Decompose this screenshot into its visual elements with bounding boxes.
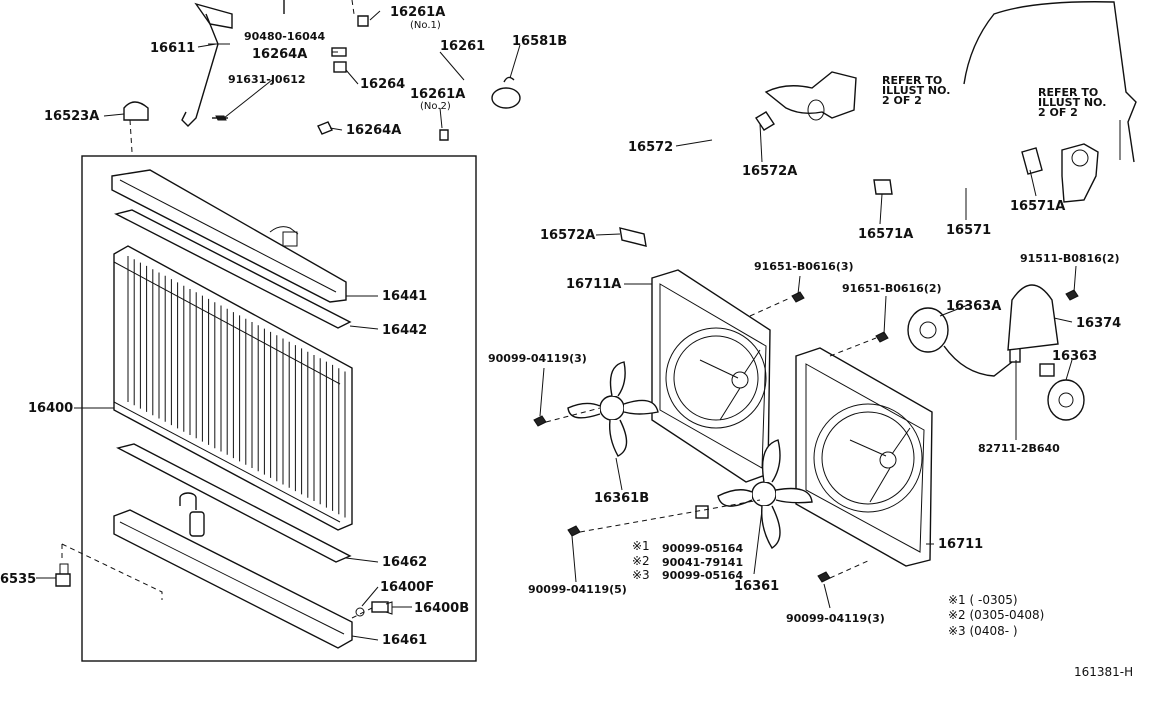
fan-16361B-illustration	[567, 361, 659, 457]
refer-note-top-line2: ILLUST NO.	[882, 84, 950, 97]
lower-gasket-illustration	[116, 443, 352, 563]
callout-16611: 16611	[150, 41, 195, 56]
radiator-cap-illustration	[123, 101, 149, 153]
callout-91631-J0612: 91631-J0612	[228, 73, 306, 86]
legend-line-2: ※2 (0305-0408)	[948, 608, 1044, 622]
callout-6535: 6535	[0, 572, 36, 587]
callout-16442: 16442	[382, 323, 427, 338]
callout-82711-2B640: 82711-2B640	[978, 442, 1060, 455]
water-inlet-illustration	[764, 71, 857, 121]
refer-note-far-line3: 2 OF 2	[1038, 106, 1078, 119]
hose-16571-illustration	[873, 147, 1043, 196]
callout-16261: 16261	[440, 39, 485, 54]
callout-16261A-no1: 16261A	[390, 5, 445, 20]
fan-16361-illustration	[717, 439, 813, 549]
figure-id: 161381-H	[1074, 665, 1133, 679]
bolts-illustration	[533, 289, 1079, 583]
callout-16711: 16711	[938, 537, 983, 552]
shroud-16374-illustration	[1007, 284, 1059, 351]
callout-16571: 16571	[946, 223, 991, 238]
refer-note-far: REFER TO ILLUST NO. 2 OF 2	[1038, 86, 1106, 119]
hose-16572-illustration	[619, 105, 775, 247]
mount-cushion-illustration	[55, 543, 163, 600]
callout-91651-B0616-3: 91651-B0616(3)	[754, 260, 854, 273]
hose-16261-illustration	[357, 15, 477, 141]
callout-16261A-no2-sub: (No.2)	[420, 101, 451, 112]
drain-cock-illustration	[351, 601, 393, 619]
callout-90099-05164-b: 90099-05164	[662, 569, 743, 582]
callout-16264A-top: 16264A	[252, 47, 307, 62]
refer-note-far-line2: ILLUST NO.	[1038, 96, 1106, 109]
callout-16711A: 16711A	[566, 277, 621, 292]
callout-16572A-bottom: 16572A	[540, 228, 595, 243]
callout-16363A: 16363A	[946, 299, 1001, 314]
callout-16581B: 16581B	[512, 34, 567, 49]
reservoir-bracket-illustration	[181, 2, 233, 127]
callout-16572A-mid: 16572A	[742, 164, 797, 179]
legend-line-3: ※3 (0408- )	[948, 624, 1018, 638]
date-legend: ※1 ( -0305) ※2 (0305-0408) ※3 (0408- )	[948, 593, 1044, 638]
upper-gasket-illustration	[114, 209, 352, 329]
callout-16374: 16374	[1076, 316, 1121, 331]
callout-90099-04119-5: 90099-04119(5)	[528, 583, 627, 596]
callout-16361: 16361	[734, 579, 779, 594]
callout-16571A-right: 16571A	[1010, 199, 1065, 214]
marker-3: ※3	[632, 568, 650, 582]
upper-tank-illustration	[111, 169, 347, 303]
callout-16363: 16363	[1052, 349, 1097, 364]
hose-16264-illustration	[296, 47, 347, 135]
callout-16461: 16461	[382, 633, 427, 648]
radiator-core-illustration	[113, 245, 353, 531]
callout-labels: 16261A (No.1) 90480-16044 16611 16264A 1…	[0, 5, 1121, 648]
callout-16264: 16264	[360, 77, 405, 92]
callout-91651-B0616-2: 91651-B0616(2)	[842, 282, 942, 295]
water-outlet-illustration	[1061, 143, 1099, 203]
callout-16572: 16572	[628, 140, 673, 155]
callout-16400B: 16400B	[414, 601, 469, 616]
marker-2: ※2	[632, 554, 650, 568]
refer-note-top: REFER TO ILLUST NO. 2 OF 2	[882, 74, 950, 107]
lower-tank-illustration	[113, 492, 353, 649]
callout-90099-05164-a: 90099-05164	[662, 542, 743, 555]
callout-16441: 16441	[382, 289, 427, 304]
marker-1: ※1	[632, 539, 650, 553]
callout-90099-04119-3b: 90099-04119(3)	[786, 612, 885, 625]
callout-16400F: 16400F	[380, 580, 434, 595]
callout-16571A-left: 16571A	[858, 227, 913, 242]
bolt-90480-illustration	[283, 0, 355, 15]
fan-shroud-16711A-illustration	[651, 269, 771, 483]
callout-91511-B0816: 91511-B0816(2)	[1020, 252, 1120, 265]
dashed-guides	[545, 297, 877, 579]
refer-note-top-line3: 2 OF 2	[882, 94, 922, 107]
motor-16363A-illustration	[907, 307, 1021, 377]
callout-16462: 16462	[382, 555, 427, 570]
fan-shroud-16711-illustration	[795, 347, 933, 567]
callout-16264A-bottom: 16264A	[346, 123, 401, 138]
callout-90099-04119-3a: 90099-04119(3)	[488, 352, 587, 365]
callout-16400: 16400	[28, 401, 73, 416]
refer-note-top-line1: REFER TO	[882, 74, 942, 87]
refer-note-far-line1: REFER TO	[1038, 86, 1098, 99]
callout-90480-16044: 90480-16044	[244, 30, 325, 43]
callout-16261A-no1-sub: (No.1)	[410, 20, 441, 31]
callout-90041-79141: 90041-79141	[662, 556, 743, 569]
motor-16363-illustration	[1039, 363, 1085, 421]
callout-16523A: 16523A	[44, 109, 99, 124]
leader-lines	[36, 10, 1077, 641]
callout-16261A-no2: 16261A	[410, 87, 465, 102]
engine-outline	[963, 1, 1137, 163]
callout-16361B: 16361B	[594, 491, 649, 506]
clamp-16581B-illustration	[491, 76, 521, 109]
legend-line-1: ※1 ( -0305)	[948, 593, 1018, 607]
